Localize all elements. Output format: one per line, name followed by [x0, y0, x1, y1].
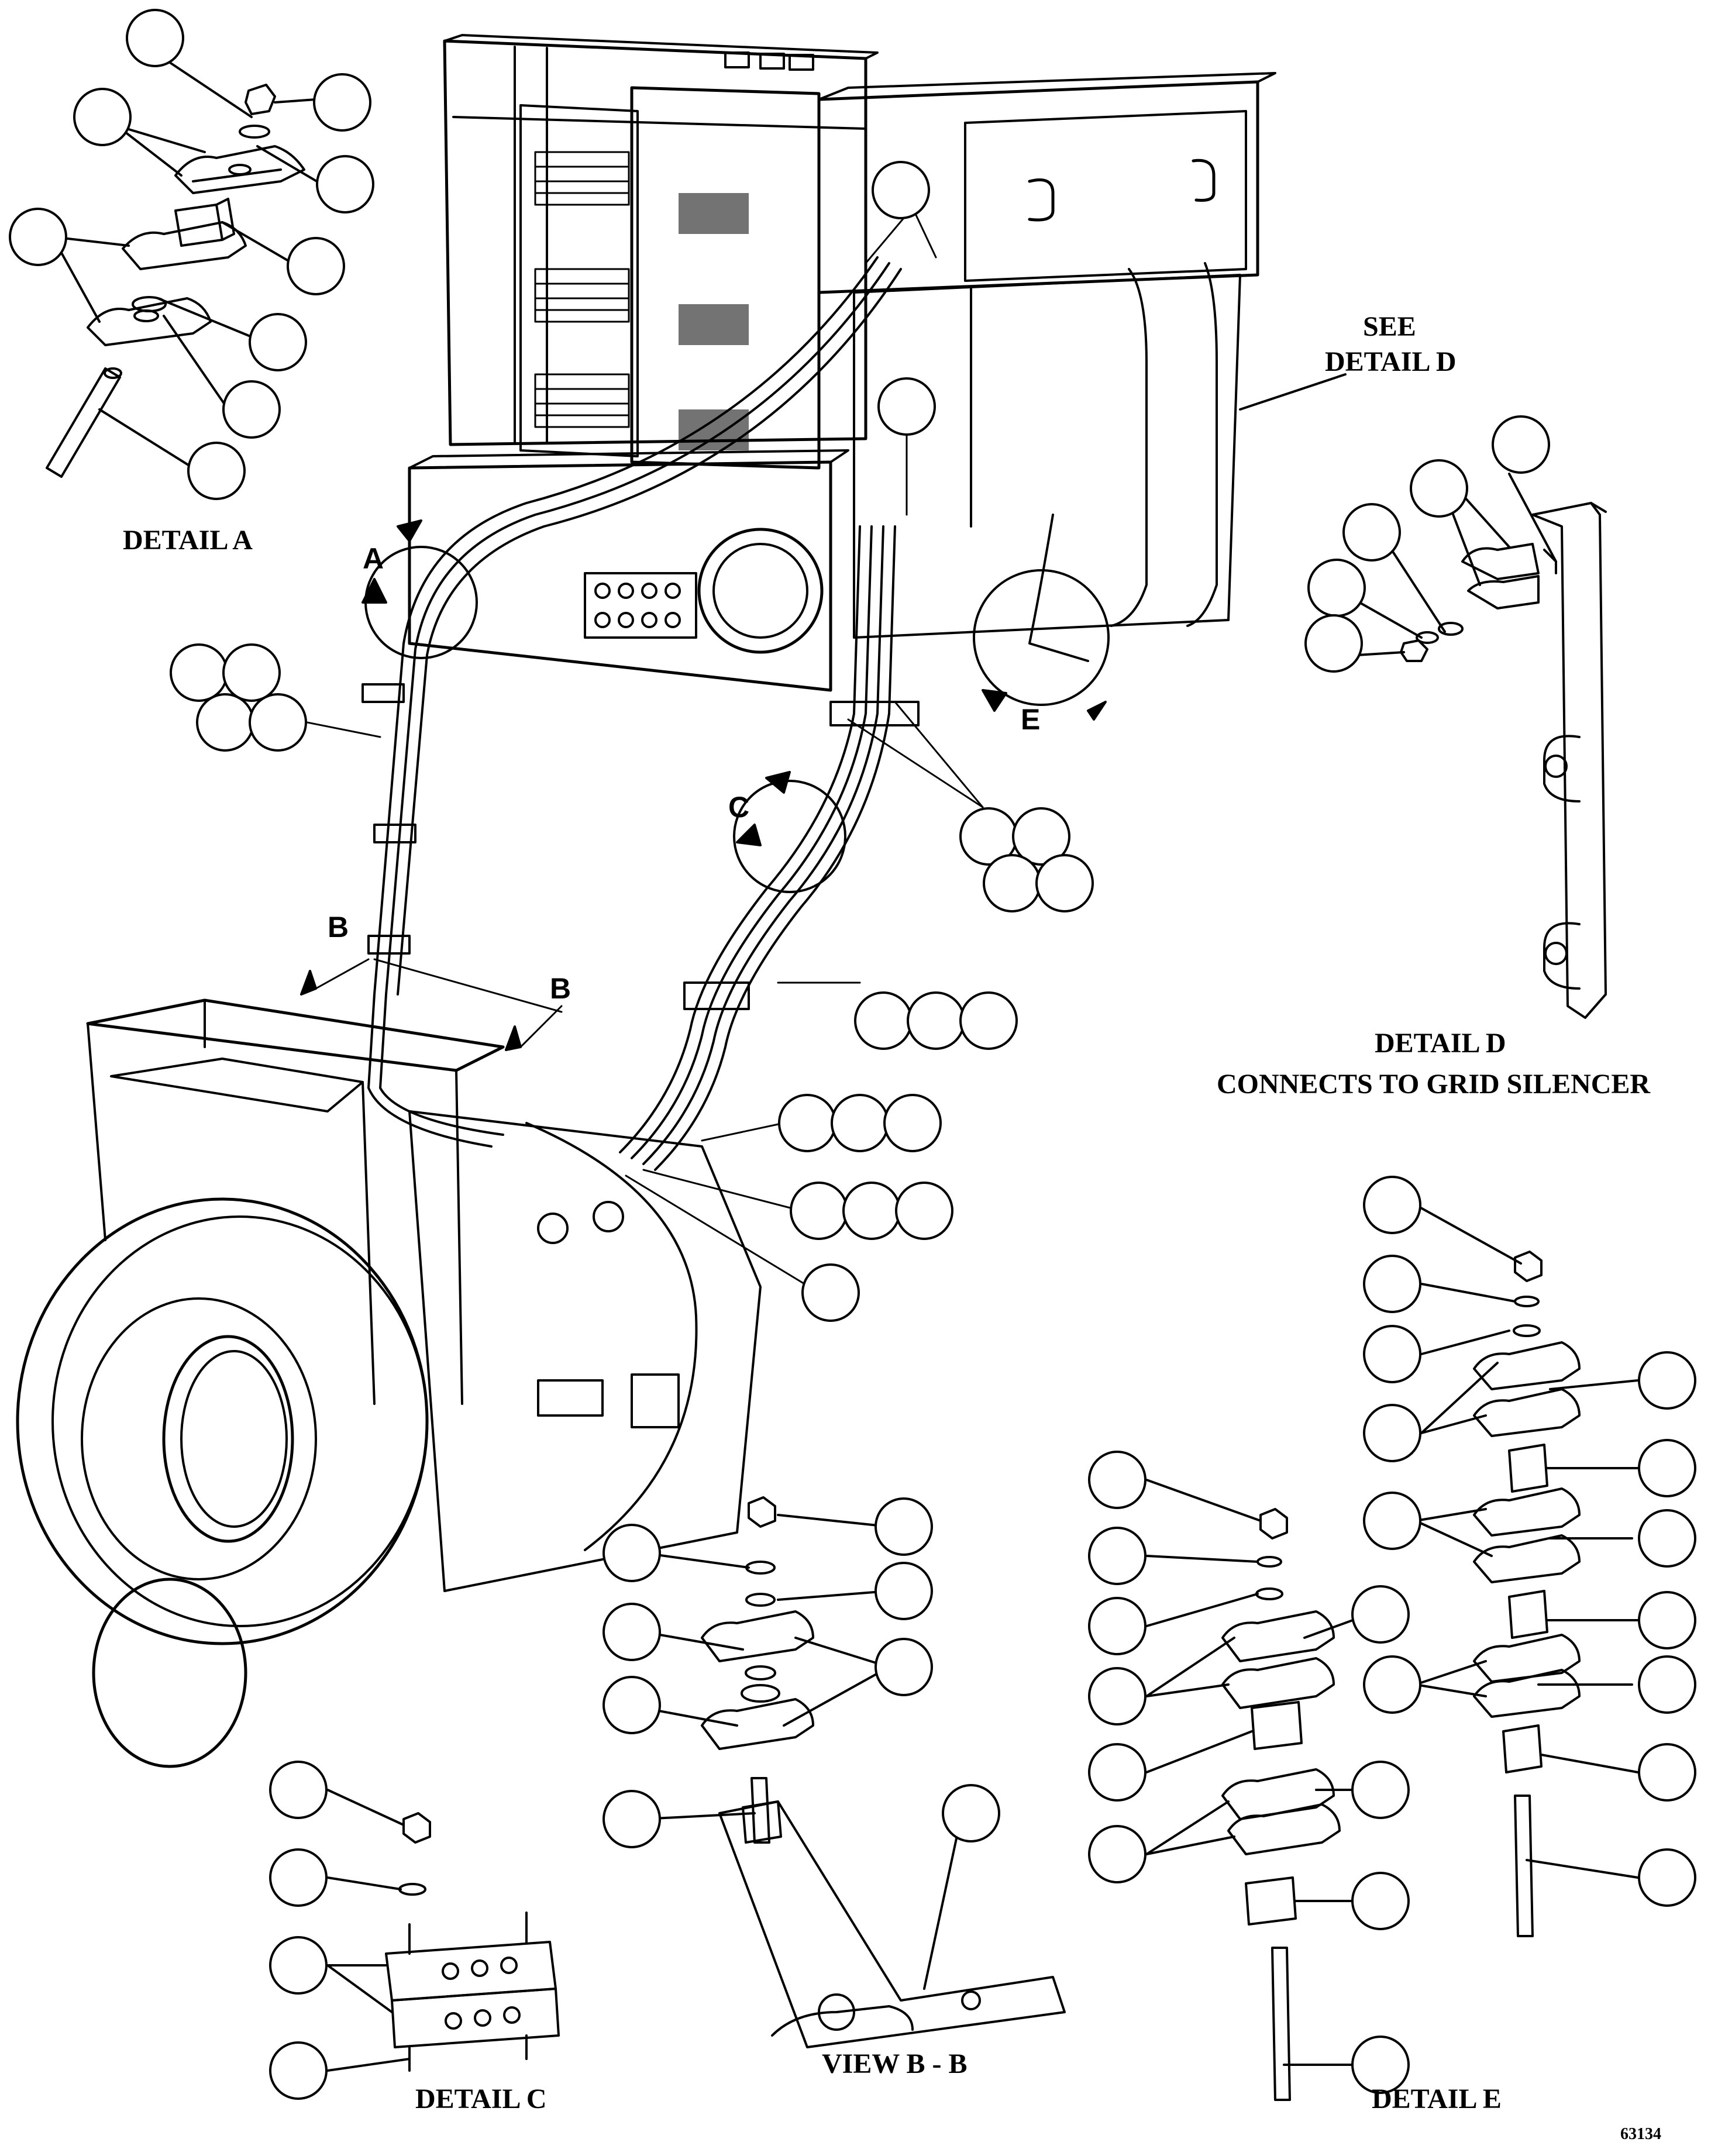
detail-d-label: DETAIL D — [1375, 1028, 1506, 1059]
view-mark-b-right: B — [550, 972, 571, 1005]
see-label: SEE — [1363, 311, 1416, 342]
blower-motor-assembly — [16, 998, 762, 1768]
terminal-block — [584, 572, 697, 639]
control-cabinet — [408, 34, 1276, 692]
detail-c-label: DETAIL C — [415, 2083, 547, 2114]
item-balloons — [9, 9, 1696, 2100]
cable-harnesses — [361, 256, 1218, 1171]
section-indicators — [300, 519, 1110, 1051]
view-mark-b-left: B — [328, 911, 349, 943]
panel-perforations — [679, 193, 749, 450]
detail-e-label: DETAIL E — [1372, 2083, 1502, 2114]
figure-number: 63134 — [1620, 2125, 1661, 2143]
detail-d-subtitle: CONNECTS TO GRID SILENCER — [1217, 1069, 1651, 1100]
vent-grilles — [534, 151, 630, 428]
view-mark-e: E — [1021, 703, 1041, 736]
detail-a — [46, 57, 323, 478]
detail-c — [326, 1789, 560, 2072]
view-b-b — [642, 1496, 1066, 2048]
see-detail-d-label: DETAIL D — [1325, 346, 1457, 377]
view-mark-a: A — [363, 542, 384, 575]
detail-a-label: DETAIL A — [123, 525, 253, 556]
view-mark-c: C — [728, 791, 750, 824]
view-b-b-label: VIEW B - B — [822, 2048, 968, 2079]
detail-e — [1145, 1204, 1639, 2101]
